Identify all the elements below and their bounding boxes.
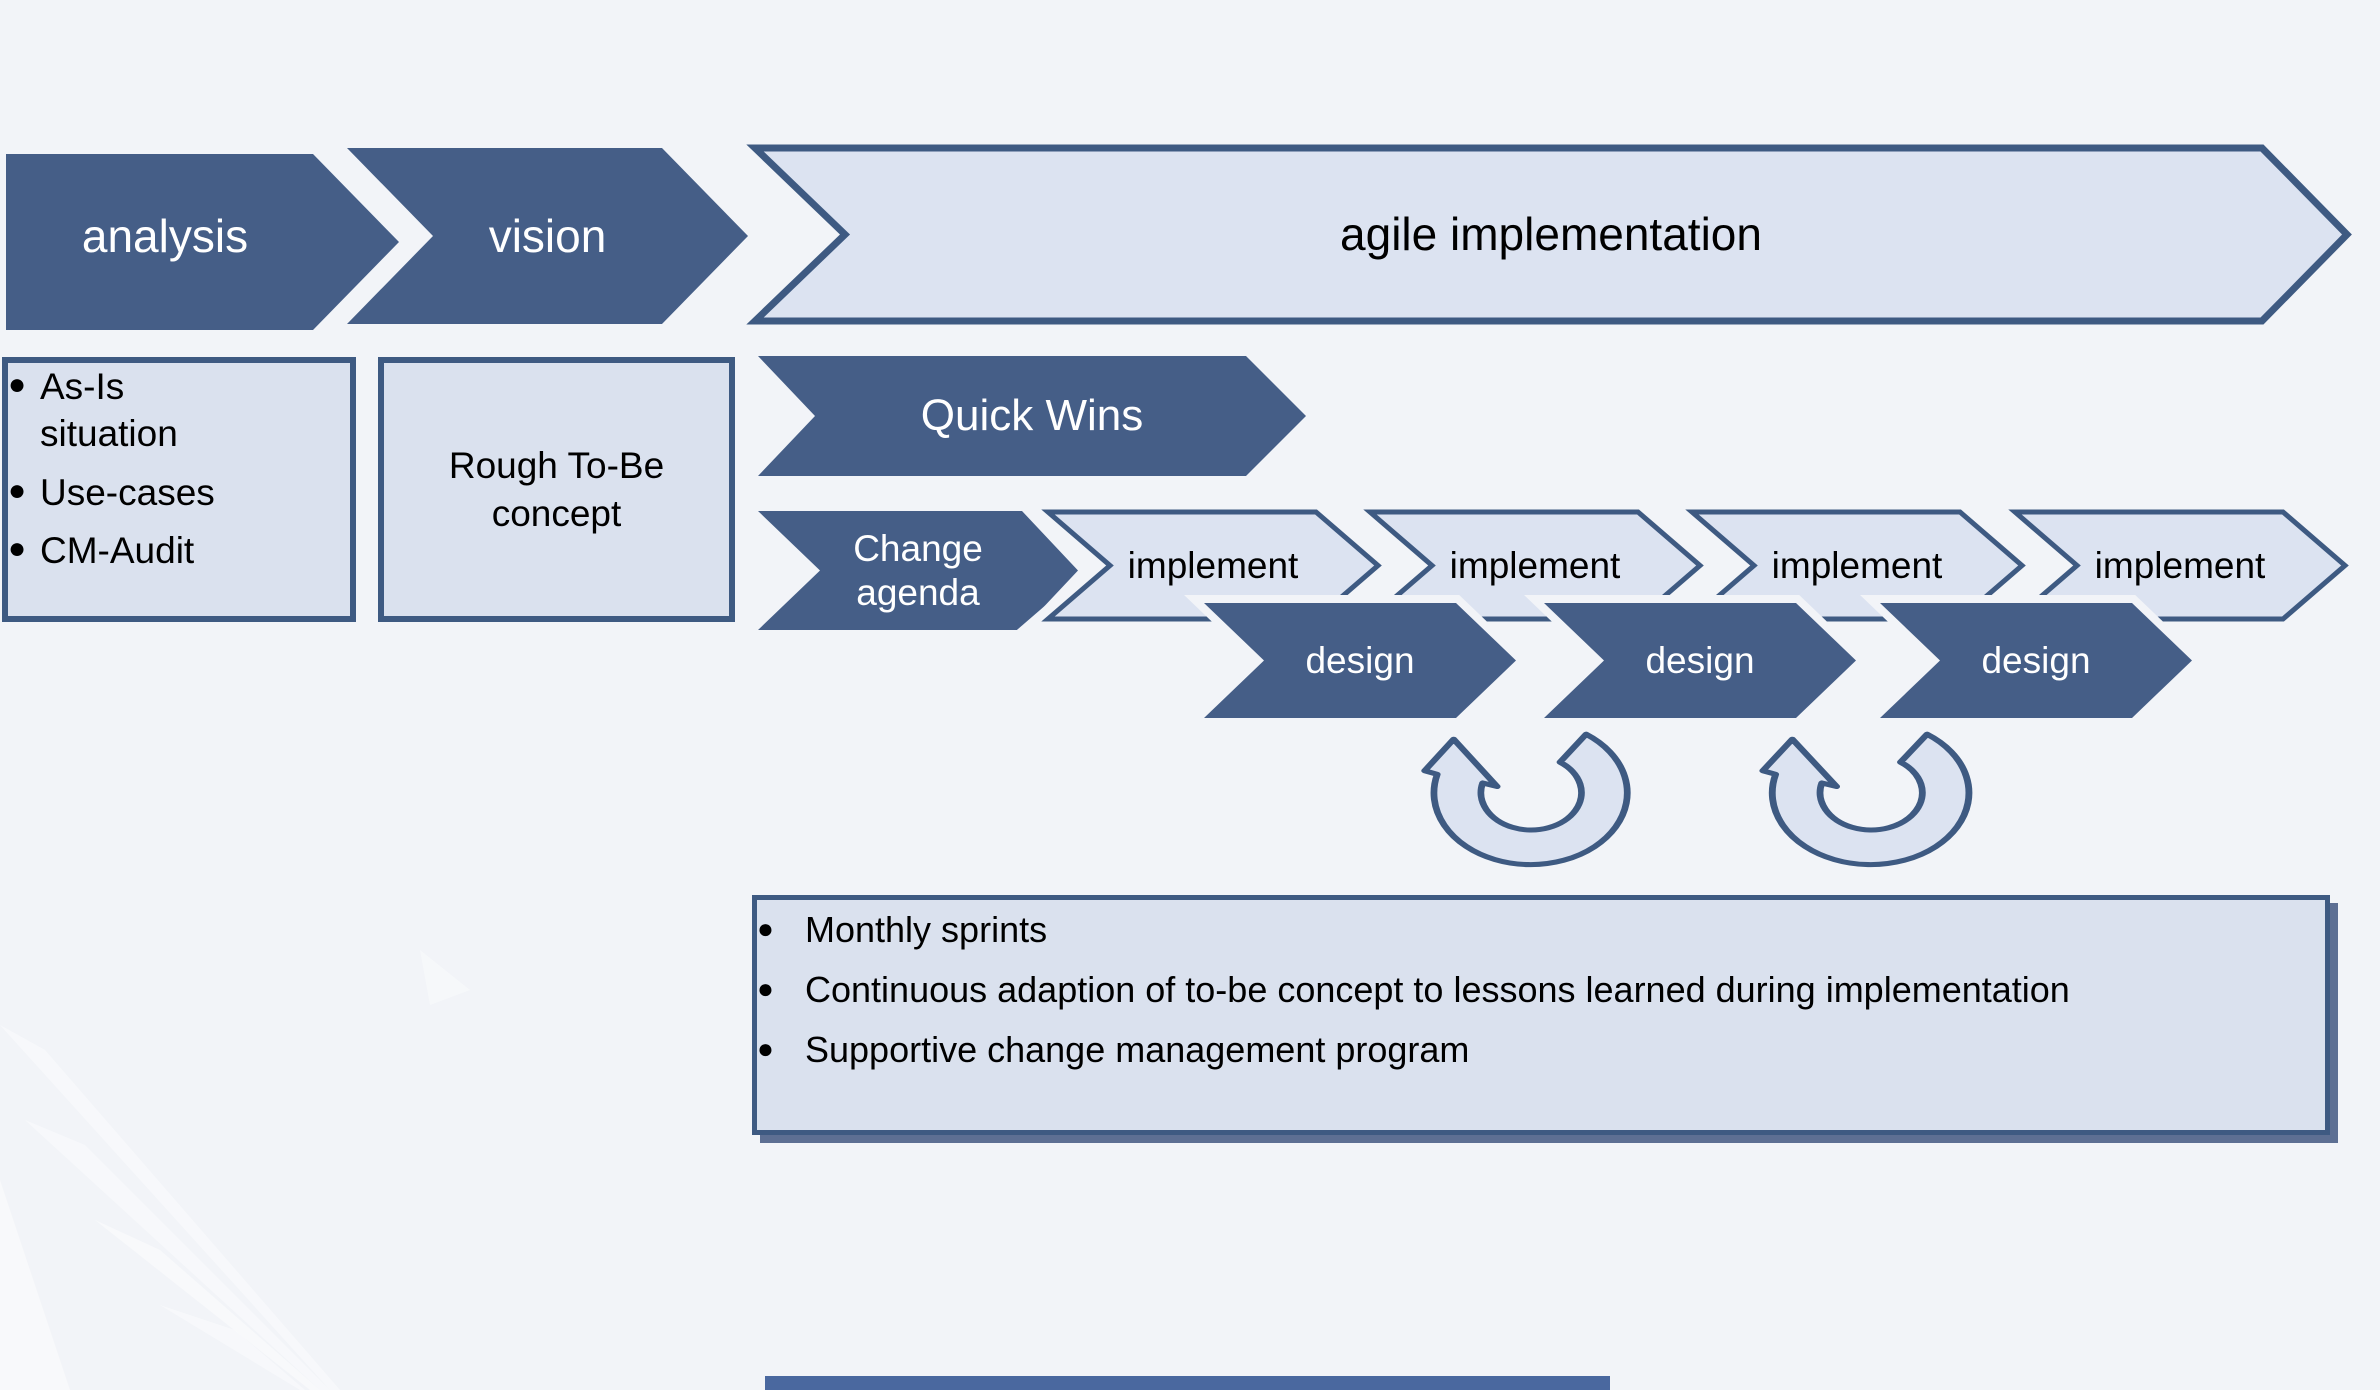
list-item: ● Continuous adaption of to-be concept t… (757, 960, 2325, 1020)
design-label-2: design (1645, 639, 1755, 681)
vision-detail-label: Rough To-Be concept (448, 445, 665, 534)
design-arrow-1 (1184, 595, 1528, 726)
phase-label-analysis: analysis (81, 209, 249, 262)
bullet-icon: ● (8, 532, 27, 566)
bullet-icon: ● (8, 473, 27, 507)
design-arrow-3 (1860, 595, 2204, 726)
implement-label-4: implement (2094, 544, 2266, 586)
list-item: ● Monthly sprints (757, 900, 2325, 960)
implement-arrow-3 (1659, 500, 2041, 631)
phase-label-vision: vision (488, 209, 607, 262)
decorative-fan-shapes (0, 930, 470, 1390)
footer-accent-bar (765, 1376, 1610, 1390)
implement-label-1: implement (1127, 544, 1299, 586)
implement-label-3: implement (1771, 544, 1943, 586)
design-label-3: design (1981, 639, 2091, 681)
bullet-icon: ● (8, 368, 27, 401)
agile-summary-box: ● Monthly sprints ● Continuous adaption … (752, 895, 2330, 1135)
implement-arrow-4 (1982, 500, 2364, 631)
change-agenda-arrow (752, 505, 1084, 636)
phase-arrow-agile-implementation (746, 142, 2353, 327)
iteration-loop-arrow-1 (1415, 722, 1647, 874)
quick-wins-label: Quick Wins (920, 391, 1144, 441)
iteration-loop-arrow-2 (1753, 722, 1989, 874)
list-item: ● CM-Audit (8, 527, 350, 574)
list-item: ● As-Is situation (8, 363, 350, 458)
phase-label-agile-implementation: agile implementation (1340, 208, 1762, 261)
design-label-1: design (1305, 639, 1415, 681)
list-item: ● Supportive change management program (757, 1020, 2325, 1080)
phase-arrow-analysis (0, 148, 405, 336)
bullet-icon: ● (757, 972, 774, 1004)
list-item: ● Use-cases (8, 469, 350, 516)
quick-wins-arrow (752, 350, 1312, 482)
design-arrow-2 (1524, 595, 1868, 726)
implement-arrow-2 (1337, 500, 1719, 631)
analysis-bullet-list: ● As-Is situation ● Use-cases ● CM-Audit (8, 363, 350, 574)
implement-arrow-1 (1015, 500, 1397, 631)
vision-detail-box: Rough To-Be concept (378, 357, 735, 622)
analysis-detail-box: ● As-Is situation ● Use-cases ● CM-Audit (2, 357, 356, 622)
bullet-icon: ● (757, 913, 774, 944)
summary-bullet-list: ● Monthly sprints ● Continuous adaption … (757, 900, 2325, 1079)
change-agenda-label: Change agenda (853, 527, 983, 613)
implement-label-2: implement (1449, 544, 1621, 586)
bullet-icon: ● (757, 1032, 774, 1064)
phase-arrow-vision (318, 136, 765, 336)
